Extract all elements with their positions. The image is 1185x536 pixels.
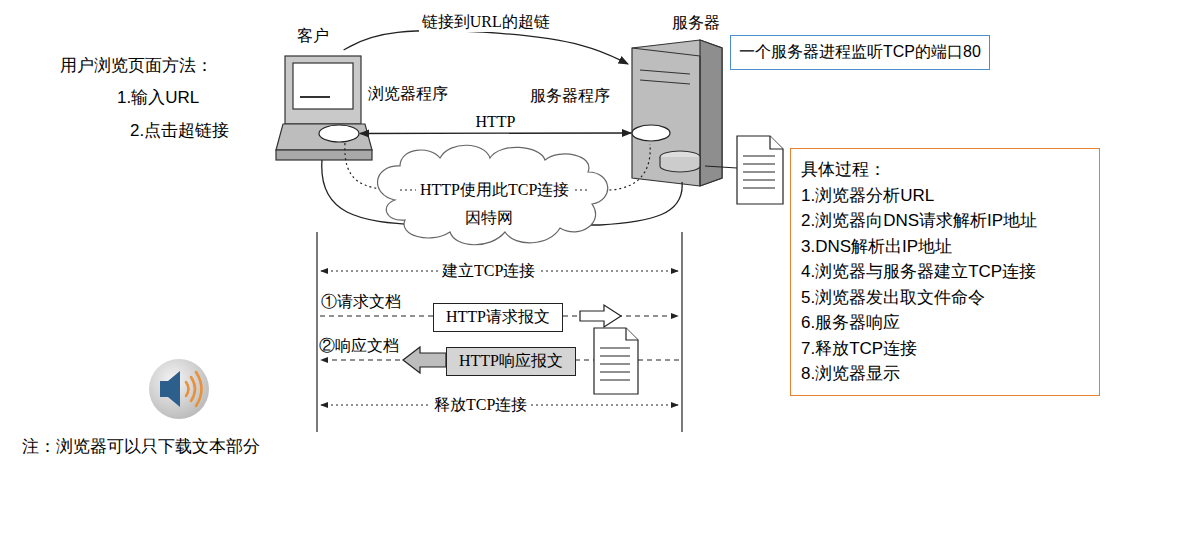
label: 释放TCP连接 (430, 395, 531, 414)
leader-line (705, 166, 737, 168)
node-text: 服务器程序 (530, 86, 610, 107)
node-text: 4.浏览器与服务器建立TCP连接 (801, 259, 1087, 285)
edge-label: HTTP (473, 112, 519, 131)
program-ellipse: 服务器程序 (631, 124, 671, 142)
label: 注：浏览器可以只下载文本部分 (22, 437, 260, 457)
node-text: 一个服务器进程监听TCP的端口80 (739, 42, 981, 63)
node-text: 客户 (297, 26, 329, 47)
figure-ground (265, 12, 787, 432)
node-text: 服务器 (672, 13, 720, 34)
timeline (316, 232, 317, 432)
node-text: 1.浏览器分析URL (801, 183, 1087, 209)
box-heading: 具体过程： (801, 157, 1087, 183)
node-text: 2.浏览器向DNS请求解析IP地址 (801, 208, 1087, 234)
gray-arrow (403, 347, 446, 373)
label: HTTP使用此TCP连接 (416, 180, 573, 199)
client-computer (276, 56, 372, 160)
label: 2.点击超链接 (130, 121, 229, 141)
message-box: HTTP响应报文 (446, 347, 576, 376)
program-ellipse: 浏览器程序 (318, 124, 360, 143)
document-icon (737, 136, 783, 204)
server-tower (632, 40, 722, 186)
node-text: HTTP请求报文 (446, 307, 550, 328)
node-text: HTTP响应报文 (459, 351, 563, 372)
label: 1.输入URL (117, 88, 199, 108)
document-icon (594, 328, 638, 394)
client-computer: 客户浏览器程序 (275, 50, 373, 165)
label: ①请求文档 (321, 292, 401, 311)
callout-box: 一个服务器进程监听TCP的端口80 (730, 35, 990, 70)
label: 建立TCP连接 (438, 261, 539, 280)
process-box: 具体过程：1.浏览器分析URL2.浏览器向DNS请求解析IP地址3.DNS解析出… (790, 148, 1100, 396)
ellipse-outline (318, 124, 360, 143)
node-text: 6.服务器响应 (801, 310, 1087, 336)
message-box: HTTP请求报文 (433, 303, 563, 332)
ellipse-outline (631, 124, 671, 142)
label: 用户浏览页面方法： (60, 56, 213, 76)
node-text: 3.DNS解析出IP地址 (801, 234, 1087, 260)
speaker-icon (149, 359, 209, 419)
node-text: 7.释放TCP连接 (801, 336, 1087, 362)
connector (360, 132, 631, 134)
hollow-arrow (580, 305, 621, 327)
label: 因特网 (465, 208, 513, 227)
node-text: 浏览器程序 (368, 84, 448, 105)
internet-cloud (378, 145, 608, 245)
node-text: 5.浏览器发出取文件命令 (801, 285, 1087, 311)
timeline (681, 232, 682, 432)
edge-label: 链接到URL的超链 (419, 12, 553, 31)
connector (344, 31, 628, 64)
server-tower: 服务器服务器程序 (628, 40, 724, 186)
node-text: 8.浏览器显示 (801, 361, 1087, 387)
label: ②响应文档 (319, 336, 399, 355)
